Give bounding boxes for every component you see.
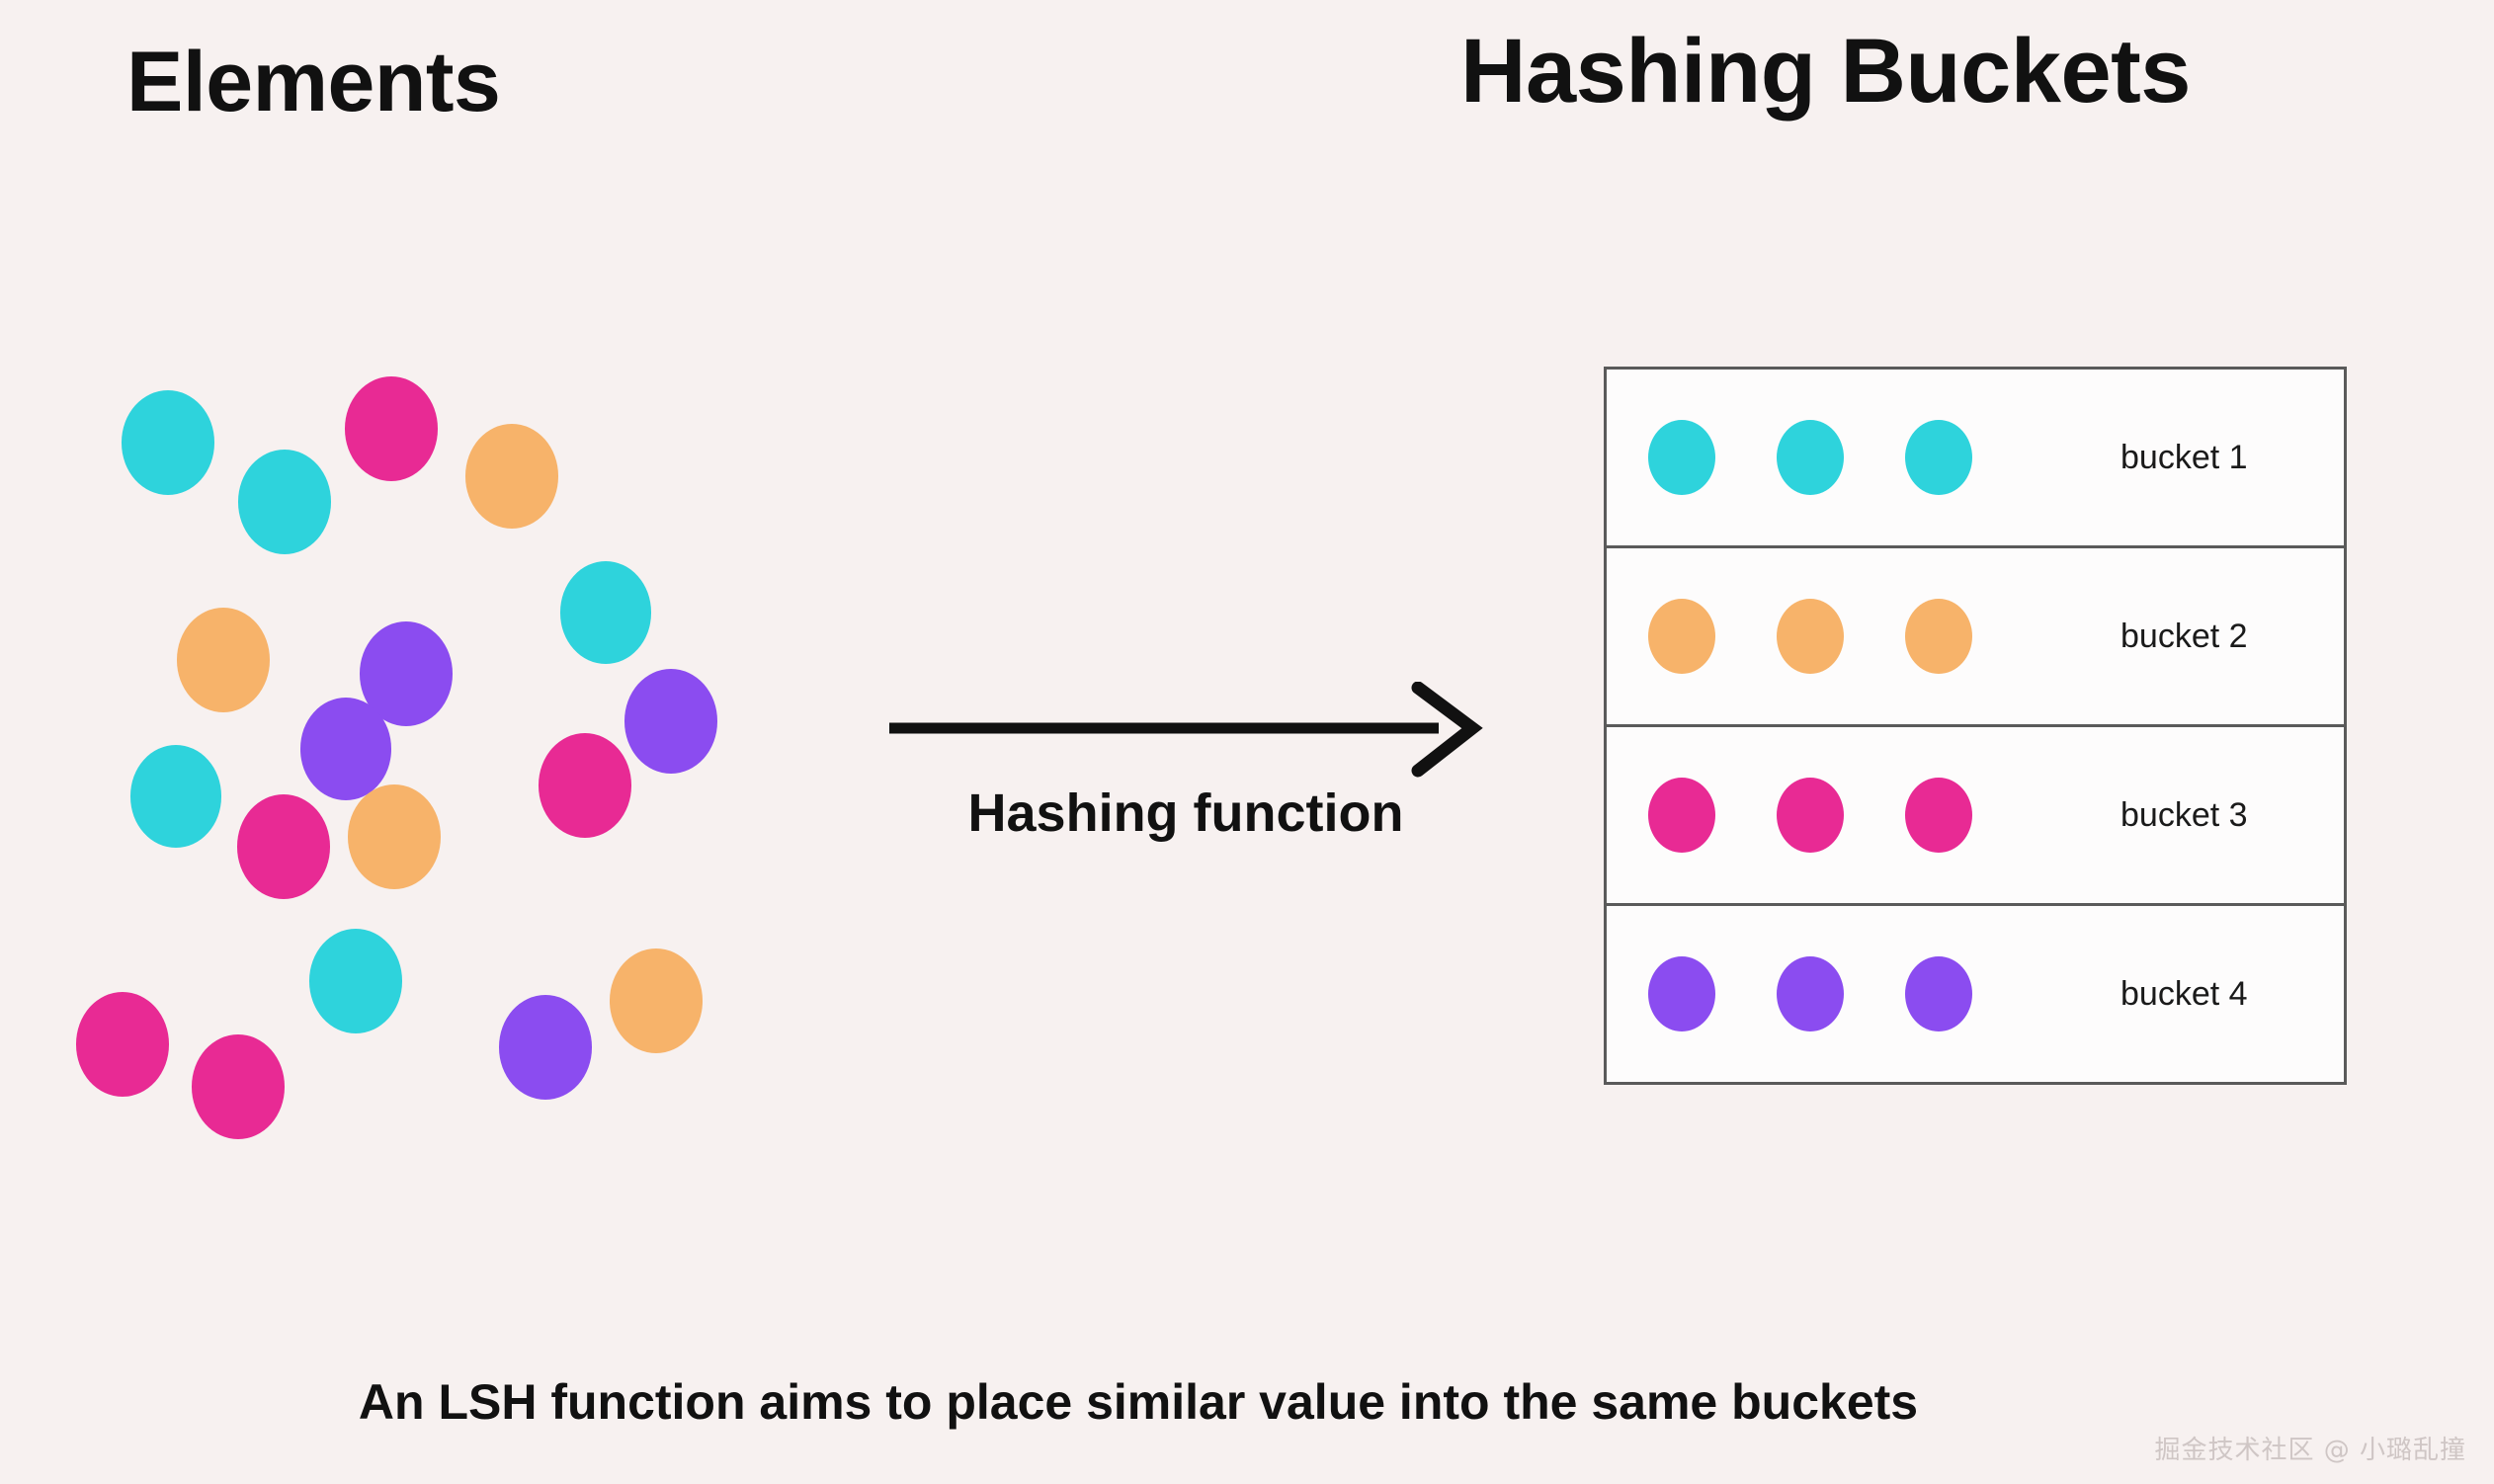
watermark: 掘金技术社区 @ 小璐乱撞 [2154, 1436, 2466, 1465]
element-dot-orange [610, 948, 703, 1053]
bucket-dot-pink [1648, 778, 1715, 853]
element-dot-orange [465, 424, 558, 529]
diagram-caption: An LSH function aims to place similar va… [358, 1374, 1919, 1430]
element-dot-purple [300, 698, 391, 800]
element-dot-cyan [309, 929, 402, 1033]
bucket-row: bucket 1 [1607, 370, 2344, 548]
element-dot-orange [177, 608, 270, 712]
element-dot-pink [76, 992, 169, 1097]
element-dot-cyan [130, 745, 221, 848]
element-dot-purple [360, 621, 453, 726]
elements-scatter-group [0, 0, 850, 1235]
bucket-label: bucket 4 [2120, 974, 2248, 1013]
bucket-dot-orange [1777, 599, 1844, 674]
bucket-dot-pink [1905, 778, 1972, 853]
bucket-dot-purple [1905, 956, 1972, 1031]
bucket-dot-cyan [1777, 420, 1844, 495]
bucket-dot-group [1607, 778, 2120, 853]
element-dot-pink [539, 733, 631, 838]
bucket-dot-orange [1905, 599, 1972, 674]
bucket-dot-group [1607, 956, 2120, 1031]
elements-title: Elements [126, 35, 501, 129]
bucket-dot-orange [1648, 599, 1715, 674]
bucket-dot-cyan [1648, 420, 1715, 495]
arrow-right-icon [889, 682, 1483, 778]
bucket-row: bucket 3 [1607, 727, 2344, 906]
hashing-buckets-title: Hashing Buckets [1460, 21, 2191, 122]
element-dot-pink [345, 376, 438, 481]
bucket-label: bucket 1 [2120, 438, 2248, 476]
bucket-row: bucket 2 [1607, 548, 2344, 727]
bucket-label: bucket 3 [2120, 795, 2248, 834]
element-dot-cyan [122, 390, 214, 495]
element-dot-cyan [560, 561, 651, 664]
bucket-dot-cyan [1905, 420, 1972, 495]
element-dot-pink [237, 794, 330, 899]
hashing-buckets-table: bucket 1 bucket 2 bucket 3 bucket 4 [1604, 367, 2347, 1085]
element-dot-pink [192, 1034, 285, 1139]
element-dot-purple [624, 669, 717, 774]
bucket-dot-group [1607, 420, 2120, 495]
bucket-dot-group [1607, 599, 2120, 674]
bucket-dot-pink [1777, 778, 1844, 853]
bucket-label: bucket 2 [2120, 617, 2248, 655]
bucket-dot-purple [1777, 956, 1844, 1031]
element-dot-orange [348, 784, 441, 889]
bucket-dot-purple [1648, 956, 1715, 1031]
hashing-function-label: Hashing function [967, 783, 1404, 843]
hashing-function-arrow-group: Hashing function [879, 682, 1492, 879]
element-dot-purple [499, 995, 592, 1100]
element-dot-cyan [238, 450, 331, 554]
bucket-row: bucket 4 [1607, 906, 2344, 1082]
